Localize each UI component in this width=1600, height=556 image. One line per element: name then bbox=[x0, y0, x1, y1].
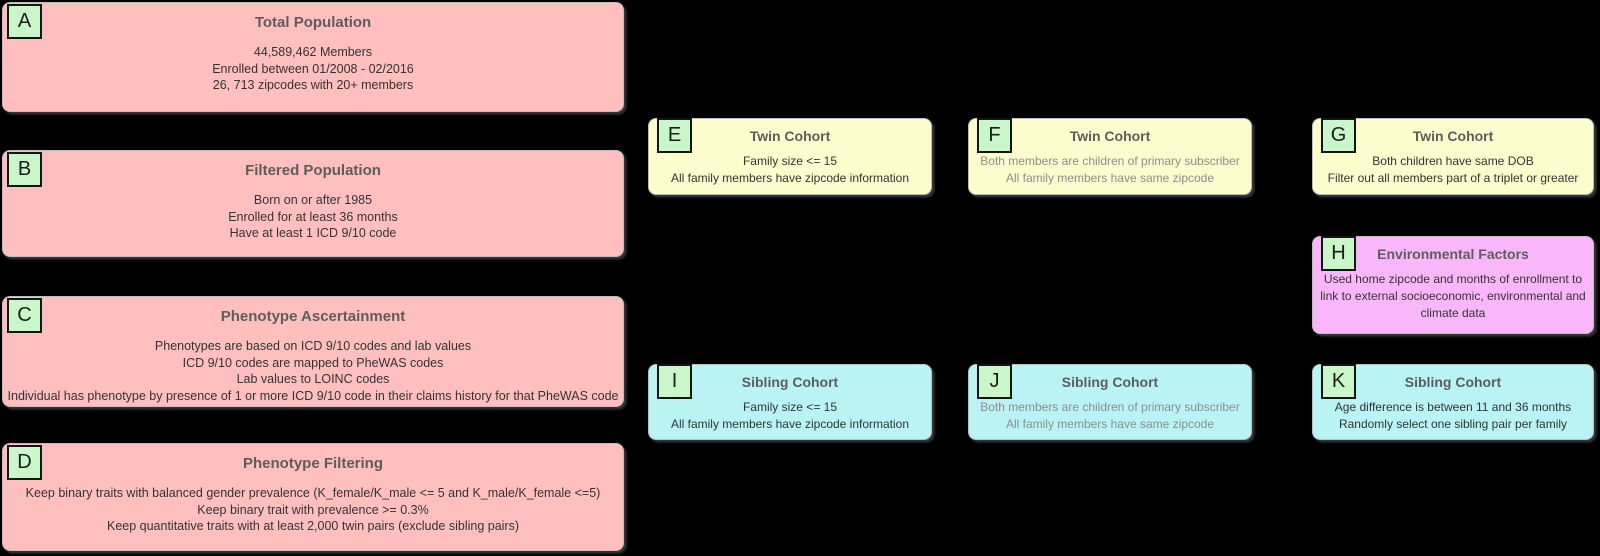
label-badge-h: H bbox=[1321, 236, 1356, 271]
node-title: Twin Cohort bbox=[1412, 128, 1494, 144]
node-title: Total Population bbox=[254, 14, 372, 31]
node-body: Keep binary traits with balanced gender … bbox=[3, 485, 623, 535]
node-twin-cohort-3: G Twin Cohort Both children have same DO… bbox=[1312, 118, 1594, 195]
node-total-population: A Total Population 44,589,462 Members En… bbox=[2, 2, 624, 112]
node-line: All family members have zipcode informat… bbox=[670, 171, 910, 185]
node-line: 44,589,462 Members bbox=[253, 45, 373, 59]
node-line: Family size <= 15 bbox=[742, 154, 838, 168]
node-line: Individual has phenotype by presence of … bbox=[7, 388, 619, 403]
badge-letter: F bbox=[988, 124, 1001, 146]
node-line: All family members have same zipcode bbox=[1005, 171, 1215, 185]
node-line: Keep binary trait with prevalence >= 0.3… bbox=[197, 502, 429, 517]
node-body: Both members are children of primary sub… bbox=[969, 399, 1251, 433]
node-filtered-population: B Filtered Population Born on or after 1… bbox=[2, 150, 624, 257]
node-line: climate data bbox=[1420, 306, 1486, 320]
node-line: Phenotypes are based on ICD 9/10 codes a… bbox=[154, 339, 472, 353]
node-body: 44,589,462 Members Enrolled between 01/2… bbox=[3, 44, 623, 94]
node-body: Family size <= 15 All family members hav… bbox=[649, 153, 931, 187]
node-line: All family members have zipcode informat… bbox=[670, 417, 910, 431]
node-title: Phenotype Filtering bbox=[242, 455, 383, 472]
node-line: Enrolled for at least 36 months bbox=[228, 209, 398, 224]
badge-letter: E bbox=[667, 124, 682, 146]
node-line: Age difference is between 11 and 36 mont… bbox=[1334, 400, 1572, 414]
node-sibling-cohort-2: J Sibling Cohort Both members are childr… bbox=[968, 364, 1252, 440]
node-line: Keep binary traits with balanced gender … bbox=[25, 486, 601, 500]
node-phenotype-ascertainment: C Phenotype Ascertainment Phenotypes are… bbox=[2, 296, 624, 407]
node-line: Keep quantitative traits with at least 2… bbox=[106, 519, 520, 533]
label-badge-k: K bbox=[1321, 364, 1356, 399]
node-sibling-cohort-3: K Sibling Cohort Age difference is betwe… bbox=[1312, 364, 1594, 440]
node-body: Both members are children of primary sub… bbox=[969, 153, 1251, 187]
label-badge-d: D bbox=[7, 445, 42, 480]
node-title: Phenotype Ascertainment bbox=[220, 308, 406, 325]
node-line: ICD 9/10 codes are mapped to PheWAS code… bbox=[182, 355, 444, 370]
node-line: Used home zipcode and months of enrollme… bbox=[1323, 272, 1583, 286]
node-title: Filtered Population bbox=[245, 162, 381, 179]
node-body: Age difference is between 11 and 36 mont… bbox=[1313, 399, 1593, 433]
label-badge-c: C bbox=[7, 298, 42, 333]
badge-letter: A bbox=[17, 10, 32, 32]
node-line: All family members have same zipcode bbox=[1005, 417, 1215, 431]
node-twin-cohort-1: E Twin Cohort Family size <= 15 All fami… bbox=[648, 118, 932, 195]
node-phenotype-filtering: D Phenotype Filtering Keep binary traits… bbox=[2, 443, 624, 551]
node-line: Both members are children of primary sub… bbox=[980, 400, 1240, 414]
badge-letter: C bbox=[17, 304, 32, 326]
node-title: Twin Cohort bbox=[1069, 128, 1151, 144]
label-badge-f: F bbox=[977, 118, 1012, 153]
node-line: link to external socioeconomic, environm… bbox=[1320, 289, 1586, 303]
label-badge-j: J bbox=[977, 364, 1012, 399]
node-title: Sibling Cohort bbox=[1061, 374, 1159, 390]
node-title: Sibling Cohort bbox=[1404, 374, 1502, 390]
label-badge-a: A bbox=[7, 4, 42, 39]
badge-letter: K bbox=[1331, 370, 1346, 392]
badge-letter: H bbox=[1331, 242, 1346, 264]
node-body: Phenotypes are based on ICD 9/10 codes a… bbox=[3, 338, 623, 404]
node-line: Family size <= 15 bbox=[742, 400, 838, 414]
node-line: Filter out all members part of a triplet… bbox=[1327, 171, 1579, 185]
badge-letter: G bbox=[1330, 124, 1347, 146]
node-environmental-factors: H Environmental Factors Used home zipcod… bbox=[1312, 236, 1594, 334]
label-badge-b: B bbox=[7, 152, 42, 187]
node-line: Both members are children of primary sub… bbox=[980, 154, 1240, 168]
badge-letter: B bbox=[17, 158, 32, 180]
node-body: Used home zipcode and months of enrollme… bbox=[1313, 271, 1593, 322]
node-line: Enrolled between 01/2008 - 02/2016 bbox=[212, 61, 414, 76]
node-line: Born on or after 1985 bbox=[253, 193, 373, 207]
node-title: Environmental Factors bbox=[1377, 246, 1529, 262]
node-twin-cohort-2: F Twin Cohort Both members are children … bbox=[968, 118, 1252, 195]
badge-letter: J bbox=[989, 370, 1000, 392]
node-line: Have at least 1 ICD 9/10 code bbox=[229, 226, 397, 240]
label-badge-i: I bbox=[657, 364, 692, 399]
node-body: Family size <= 15 All family members hav… bbox=[649, 399, 931, 433]
node-line: 26, 713 zipcodes with 20+ members bbox=[212, 78, 414, 92]
node-line: Randomly select one sibling pair per fam… bbox=[1338, 417, 1568, 431]
node-title: Twin Cohort bbox=[749, 128, 831, 144]
node-body: Both children have same DOB Filter out a… bbox=[1313, 153, 1593, 187]
badge-letter: I bbox=[671, 370, 678, 392]
node-sibling-cohort-1: I Sibling Cohort Family size <= 15 All f… bbox=[648, 364, 932, 440]
badge-letter: D bbox=[17, 451, 32, 473]
label-badge-g: G bbox=[1321, 118, 1356, 153]
node-title: Sibling Cohort bbox=[741, 374, 839, 390]
label-badge-e: E bbox=[657, 118, 692, 153]
node-body: Born on or after 1985 Enrolled for at le… bbox=[3, 192, 623, 242]
node-line: Both children have same DOB bbox=[1372, 154, 1534, 168]
node-line: Lab values to LOINC codes bbox=[236, 372, 390, 386]
